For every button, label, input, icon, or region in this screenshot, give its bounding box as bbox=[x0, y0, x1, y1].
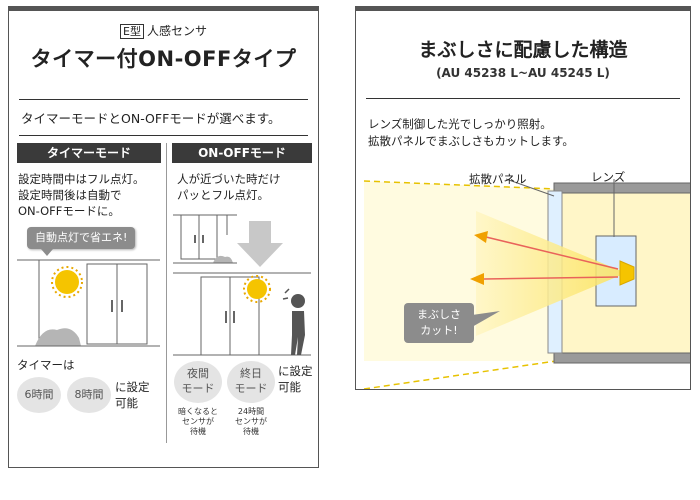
timer-8h-option: 8時間 bbox=[67, 377, 111, 413]
sensor-light-icon bbox=[51, 266, 83, 298]
diffuser-panel-label: 拡散パネル bbox=[469, 172, 527, 186]
divider bbox=[19, 135, 308, 136]
divider bbox=[366, 98, 680, 99]
timer-mode-header: タイマーモード bbox=[17, 143, 161, 163]
timer-caption: タイマーは bbox=[17, 358, 75, 372]
sensor-light-icon bbox=[243, 275, 271, 303]
onoff-setting-note: に設定 可能 bbox=[278, 364, 313, 394]
timer-6h-option: 6時間 bbox=[17, 377, 61, 413]
bubble-pointer bbox=[472, 311, 500, 327]
model-range: (AU 45238 L~AU 45245 L) bbox=[436, 66, 610, 80]
product-title: タイマー付ON-OFFタイプ bbox=[30, 47, 297, 71]
right-panel: まぶしさに配慮した構造 (AU 45238 L~AU 45245 L) レンズ制… bbox=[355, 6, 691, 390]
allday-mode-note: 24時間 センサが 待機 bbox=[235, 407, 267, 436]
night-mode-note: 暗くなると センサが 待機 bbox=[178, 407, 218, 436]
night-mode-option: 夜間 モード bbox=[174, 361, 222, 403]
onoff-mode-header: ON-OFFモード bbox=[172, 143, 312, 163]
person-icon bbox=[282, 288, 305, 355]
sensor-label: 人感センサ bbox=[146, 24, 207, 38]
left-panel: E型人感センサ タイマー付ON-OFFタイプ タイマーモードとON-OFFモード… bbox=[8, 6, 319, 468]
column-separator bbox=[166, 143, 167, 443]
type-badge: E型 bbox=[120, 24, 144, 39]
glare-description: レンズ制御した光でしっかり照射。 拡散パネルでまぶしさもカットします。 bbox=[368, 117, 574, 148]
timer-illustration bbox=[17, 259, 160, 347]
eco-bubble: 自動点灯で省エネ! bbox=[27, 227, 136, 256]
onoff-illustration bbox=[173, 214, 311, 356]
glare-title: まぶしさに配慮した構造 bbox=[418, 39, 628, 61]
mode-tagline: タイマーモードとON-OFFモードが選べます。 bbox=[21, 111, 281, 126]
onoff-mode-text: 人が近づいた時だけ パッとフル点灯。 bbox=[177, 172, 281, 202]
timer-mode-text: 設定時間中はフル点灯。 設定時間後は自動で ON-OFFモードに。 bbox=[18, 172, 145, 218]
lens-label: レンズ bbox=[591, 170, 626, 184]
product-subtitle: E型人感センサ bbox=[9, 22, 318, 39]
arrow-left-icon bbox=[474, 231, 488, 243]
glare-cut-bubble: まぶしさ カット! bbox=[404, 303, 474, 343]
arrow-left-icon bbox=[470, 273, 484, 285]
allday-mode-option: 終日 モード bbox=[227, 361, 275, 403]
divider bbox=[19, 99, 308, 100]
arrow-down-icon bbox=[237, 221, 283, 267]
timer-setting-note: に設定 可能 bbox=[115, 380, 150, 410]
